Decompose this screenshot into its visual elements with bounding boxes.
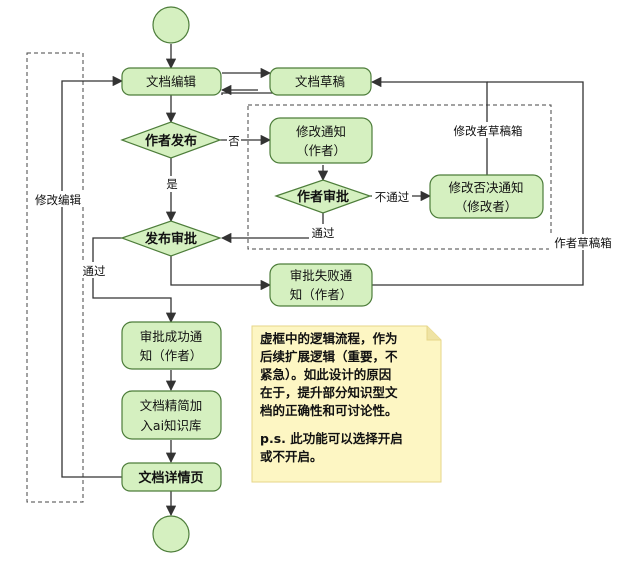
- note-line: 档的正确性和可讨论性。: [260, 403, 398, 418]
- doc-draft-node: [269, 67, 372, 96]
- note: 虚框中的逻辑流程，作为后续扩展逻辑（重要，不紧急）。如此设计的原因在于，提升部分…: [251, 325, 442, 483]
- publish-review-decision: [120, 220, 222, 257]
- edge-label-modifier-draft: 修改者草稿箱: [454, 124, 523, 138]
- edge-label-not-pass: 不通过: [375, 190, 410, 204]
- author-publish-decision: [120, 121, 222, 159]
- edge-author-draft: [372, 81, 584, 286]
- note-line: 紧急）。如此设计的原因: [260, 367, 391, 382]
- review-success-node: [121, 321, 222, 370]
- review-success-label-1: 审批成功通: [140, 329, 203, 344]
- modify-notify-label-2: （作者）: [296, 143, 346, 158]
- start-node: [152, 6, 190, 44]
- note-body: [251, 325, 442, 483]
- edge-review-pass: [220, 213, 324, 244]
- simplify-label-1: 文档精简加: [140, 398, 203, 413]
- edge-publish-pass: [92, 237, 177, 324]
- doc-detail-label: 文档详情页: [138, 470, 203, 486]
- doc-edit-label: 文档编辑: [146, 74, 196, 89]
- author-publish-label: 作者发布: [145, 133, 197, 149]
- edge-label-pass-review: 通过: [312, 226, 335, 240]
- review-fail-label-2: 知（作者）: [290, 287, 353, 302]
- modify-notify-label-1: 修改通知: [296, 124, 346, 139]
- watermark: 掘金技术社区 @ idwenwen: [402, 534, 618, 554]
- edge-label-yes: 是: [166, 177, 178, 191]
- modifier-reject-label-1: 修改否决通知: [448, 180, 523, 195]
- simplify-node: [121, 390, 222, 440]
- edge-label-modify-edit: 修改编辑: [35, 193, 81, 207]
- edge-label-no: 否: [228, 134, 240, 148]
- review-fail-node: [269, 263, 373, 307]
- edge-publish-fail: [170, 256, 272, 291]
- doc-draft-label: 文档草稿: [295, 74, 345, 89]
- edge-label-author-draft: 作者草稿箱: [554, 236, 612, 250]
- edge-modify-edit-loop: [61, 75, 124, 478]
- note-line: 或不开启。: [260, 449, 323, 464]
- note-line: p.s. 此功能可以选择开启: [260, 431, 403, 446]
- extension-dashed-frame: [247, 104, 552, 250]
- end-node: [152, 515, 190, 553]
- review-fail-label-1: 审批失败通: [290, 268, 353, 283]
- modify-notify-node: [269, 117, 373, 164]
- modifier-reject-node: [429, 174, 544, 219]
- doc-detail-node: [121, 462, 222, 492]
- modifier-reject-label-2: （修改者）: [455, 199, 518, 214]
- note-line: 后续扩展逻辑（重要，不: [260, 349, 398, 364]
- author-review-decision: [274, 179, 372, 214]
- edge-label-pass-publish: 通过: [83, 264, 106, 278]
- review-success-label-2: 知（作者）: [140, 348, 203, 363]
- note-line: 虚框中的逻辑流程，作为: [260, 331, 398, 346]
- author-review-label: 作者审批: [297, 189, 349, 205]
- doc-edit-node: [121, 67, 222, 96]
- note-fold: [426, 326, 441, 341]
- modify-edit-dashed-frame: [26, 52, 84, 503]
- simplify-label-2: 入ai知识库: [140, 418, 201, 433]
- note-line: 在于，提升部分知识型文: [260, 385, 398, 400]
- publish-review-label: 发布审批: [144, 231, 197, 247]
